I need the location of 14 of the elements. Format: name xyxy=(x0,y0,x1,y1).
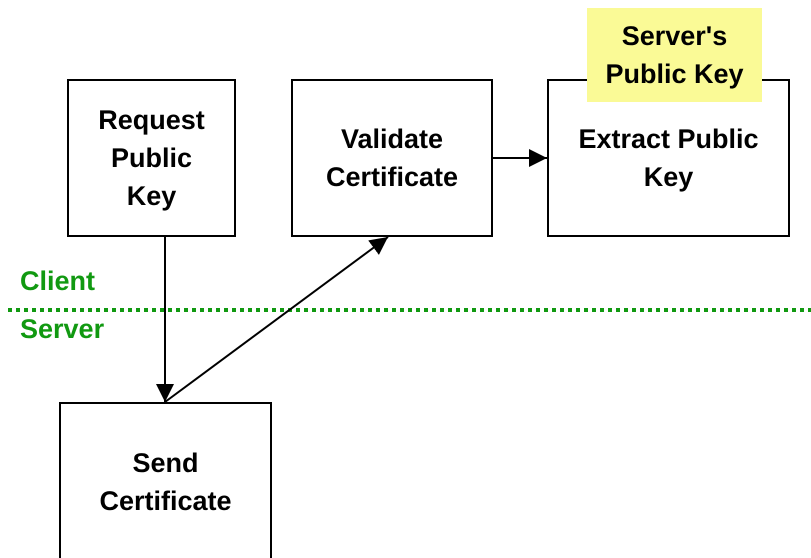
node-label: Send Certificate xyxy=(98,447,233,518)
node-label: Extract Public Key xyxy=(577,123,760,194)
zone-label: Server xyxy=(20,314,104,345)
arrow xyxy=(156,237,174,402)
process-box xyxy=(59,402,272,558)
node-label: Server's Public Key xyxy=(604,20,745,91)
node-label: Request Public Key xyxy=(97,104,206,213)
arrow xyxy=(493,149,547,167)
zone-label: Client xyxy=(20,266,96,297)
arrow xyxy=(164,236,389,403)
node-label: Validate Certificate xyxy=(324,123,460,194)
process-box xyxy=(291,79,493,237)
callout-box xyxy=(587,8,762,102)
process-box xyxy=(67,79,236,237)
